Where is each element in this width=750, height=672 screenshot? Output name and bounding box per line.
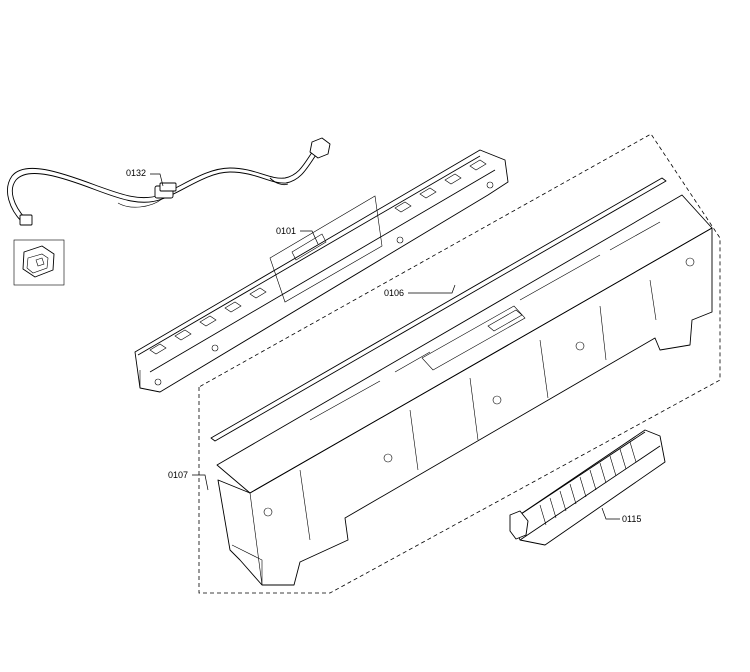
- assembly-boundary: [198, 133, 721, 594]
- clip-part[interactable]: [13, 239, 65, 286]
- panel-slots: [309, 221, 661, 421]
- control-module[interactable]: [134, 149, 509, 393]
- label-0107-text: 0107: [168, 470, 188, 480]
- label-0115: 0115: [601, 507, 641, 524]
- label-0132-text: 0132: [126, 168, 146, 178]
- label-0106: 0106: [384, 284, 456, 298]
- module-buttons: [149, 159, 487, 355]
- label-0115-text: 0115: [622, 514, 641, 524]
- control-panel[interactable]: [216, 194, 713, 586]
- label-0101-text: 0101: [276, 226, 296, 236]
- label-0107: 0107: [168, 470, 209, 491]
- label-0101: 0101: [276, 226, 319, 245]
- handle-ribs: [539, 441, 637, 526]
- wiring-harness[interactable]: [7, 137, 331, 226]
- label-0106-text: 0106: [384, 288, 404, 298]
- seal-strip[interactable]: [210, 177, 667, 442]
- handle[interactable]: [509, 429, 666, 546]
- label-0132: 0132: [126, 168, 164, 187]
